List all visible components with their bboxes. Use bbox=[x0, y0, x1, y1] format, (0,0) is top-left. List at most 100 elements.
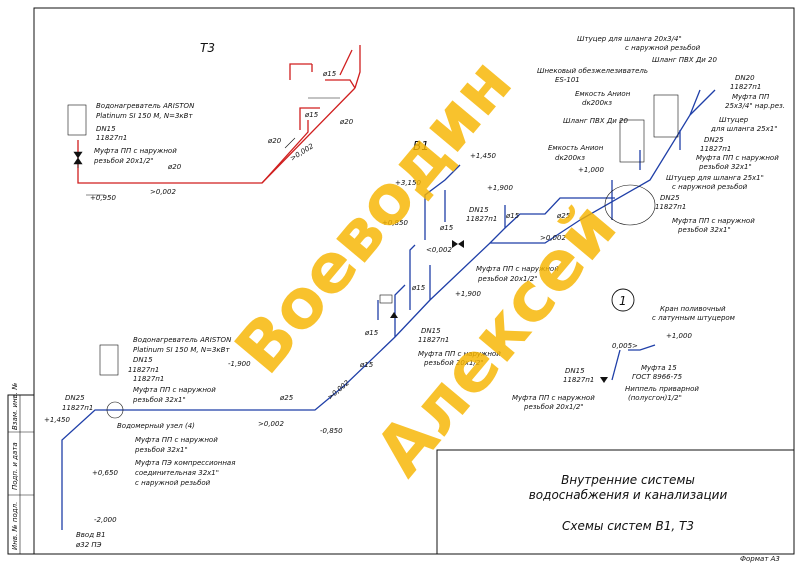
elev-b3: +3,150 bbox=[395, 179, 421, 187]
d15-e: ø15 bbox=[411, 284, 426, 292]
coupling-g3: Муфта ПЭ компрессионная bbox=[135, 459, 235, 467]
slope-a: >0,002 bbox=[150, 188, 176, 196]
format-label: Формат А3 bbox=[740, 555, 780, 563]
node-tap2: с латунным штуцером bbox=[652, 314, 736, 322]
title-line-3: Схемы систем В1, Т3 bbox=[562, 519, 694, 533]
fitting-c3: Штуцер для шланга 25х1" bbox=[666, 174, 764, 182]
d15-b: ø15 bbox=[322, 70, 337, 78]
t3-hot-water-network bbox=[67, 45, 361, 184]
d20-b: ø20 bbox=[267, 137, 282, 145]
elev-g3: -2,000 bbox=[94, 516, 117, 524]
d15-f: ø15 bbox=[364, 329, 379, 337]
node-elev1: +1,000 bbox=[666, 332, 692, 340]
node-coupling2: резьбой 20х1/2" bbox=[523, 403, 584, 411]
node-pipe: 11827п1 bbox=[563, 376, 594, 384]
dn25-d: DN25 bbox=[660, 194, 680, 202]
tank-anion-a bbox=[619, 119, 645, 163]
node-circle bbox=[611, 288, 635, 312]
coupling-a2: резьбой 20х1/2" bbox=[93, 157, 154, 165]
water-heater-bottom bbox=[99, 344, 119, 376]
b1-cold-water-network bbox=[61, 89, 716, 530]
system-b1-label: В1 bbox=[413, 139, 429, 153]
elev-b5: +1,000 bbox=[578, 166, 604, 174]
node-dn: DN15 bbox=[565, 367, 585, 375]
d15-a: ø15 bbox=[304, 111, 319, 119]
heater-top-label-2: Platinum SI 150 M, N=3кВт bbox=[96, 112, 193, 120]
softener-unit bbox=[653, 94, 679, 138]
coupling-d1: Муфта ПП с наружной bbox=[672, 217, 755, 225]
pipe-g: 11827п1 bbox=[62, 404, 93, 412]
elev-b1: +1,450 bbox=[470, 152, 496, 160]
system-t3-label: Т3 bbox=[200, 41, 215, 55]
coupling-a1: Муфта ПП с наружной bbox=[94, 147, 177, 155]
coupling-d2: резьбой 32х1" bbox=[677, 226, 731, 234]
heater-bot-label-1: Водонагреватель ARISTON bbox=[133, 336, 232, 344]
node-tap1: Кран поливочный bbox=[660, 305, 726, 313]
stamp-field-1: Взам. инв. № bbox=[11, 382, 19, 430]
dn25-c: DN25 bbox=[704, 136, 724, 144]
coupling-b2: резьбой 20х1/2" bbox=[477, 275, 538, 283]
tank-b2: dк200кз bbox=[555, 154, 585, 162]
pipe-e: 11827п1 bbox=[418, 336, 449, 344]
elev-f: -1,900 bbox=[228, 360, 251, 368]
coupling-c2: 25х3/4" нар.рез. bbox=[725, 102, 785, 110]
dn15-e: DN15 bbox=[421, 327, 441, 335]
softener-2: ES-101 bbox=[555, 76, 580, 84]
slope-b: >0,002 bbox=[289, 142, 316, 163]
elev-b6: +1,900 bbox=[455, 290, 481, 298]
tank-a1: Емкость Анион bbox=[575, 90, 631, 98]
coupling-g1: Муфта ПП с наружной bbox=[135, 436, 218, 444]
slope-d: <0,002 bbox=[426, 246, 452, 254]
pipe-f: 11827п1 bbox=[128, 366, 159, 374]
coupling-e1: Муфта ПП с наружной bbox=[418, 350, 501, 358]
elev-a: +0,950 bbox=[90, 194, 116, 202]
slope-c: >0,002 bbox=[540, 234, 566, 242]
coupling-c3: Муфта ПП с наружной bbox=[696, 154, 779, 162]
slope-e: >0,002 bbox=[326, 378, 351, 401]
elev-g4: -0,850 bbox=[320, 427, 343, 435]
pipe-f-2: 11827п1 bbox=[133, 375, 164, 383]
softener-1: Шнековый обезжелезиватель bbox=[537, 67, 648, 75]
dn15-f: DN15 bbox=[133, 356, 153, 364]
dn25-g: DN25 bbox=[65, 394, 85, 402]
hose-20-1: Штуцер для шланга 20х3/4" bbox=[577, 35, 682, 43]
pipe-d: 11827п1 bbox=[655, 203, 686, 211]
node-coupling: Муфта 15 bbox=[641, 364, 677, 372]
tank-a2: dк200кз bbox=[582, 99, 612, 107]
node-nipple2: (полусгон)1/2" bbox=[628, 394, 682, 402]
inlet-2: ø32 ПЭ bbox=[75, 541, 102, 549]
node-gost: ГОСТ 8966-75 bbox=[632, 373, 683, 381]
meter-label: Водомерный узел (4) bbox=[117, 422, 195, 430]
hose-pvc-a: Шланг ПВХ Ди 20 bbox=[652, 56, 718, 64]
coupling-g2: резьбой 32х1" bbox=[134, 446, 188, 454]
heater-top-label-1: Водонагреватель ARISTON bbox=[96, 102, 195, 110]
d25-b: ø25 bbox=[279, 394, 294, 402]
title-line-2: водоснабжения и канализации bbox=[529, 488, 728, 502]
d20-a: ø20 bbox=[167, 163, 182, 171]
hose-pvc-b: Шланг ПВХ Ди 20 bbox=[563, 117, 629, 125]
coupling-c4: резьбой 32х1" bbox=[698, 163, 752, 171]
coupling-e2: резьбой 20х1/2" bbox=[423, 359, 484, 367]
fitting-c1: Штуцер bbox=[719, 116, 749, 124]
dn15-b: DN15 bbox=[469, 206, 489, 214]
node-nipple1: Ниппель приварной bbox=[625, 385, 699, 393]
fitting-c4: с наружной резьбой bbox=[672, 183, 748, 191]
inlet-1: Ввод В1 bbox=[76, 531, 106, 539]
title-line-1: Внутренние системы bbox=[561, 473, 695, 487]
water-meter-node bbox=[106, 401, 124, 419]
stamp-field-2: Подп. и дата bbox=[11, 442, 19, 490]
elev-b2: +1,900 bbox=[487, 184, 513, 192]
coupling-g5: с наружной резьбой bbox=[135, 479, 211, 487]
elev-g1: +1,450 bbox=[44, 416, 70, 424]
elev-g2: +0,650 bbox=[92, 469, 118, 477]
coupling-f2: резьбой 32х1" bbox=[132, 396, 186, 404]
slope-f: >0,002 bbox=[258, 420, 284, 428]
sheet-frame bbox=[33, 7, 795, 555]
tank-b1: Емкость Анион bbox=[548, 144, 604, 152]
elev-b4: +0,850 bbox=[382, 219, 408, 227]
node-elev2: 0,005> bbox=[612, 342, 638, 350]
coupling-g4: соединительная 32х1" bbox=[135, 469, 219, 477]
pipe-c2: 11827п1 bbox=[700, 145, 731, 153]
title-block bbox=[436, 449, 795, 555]
